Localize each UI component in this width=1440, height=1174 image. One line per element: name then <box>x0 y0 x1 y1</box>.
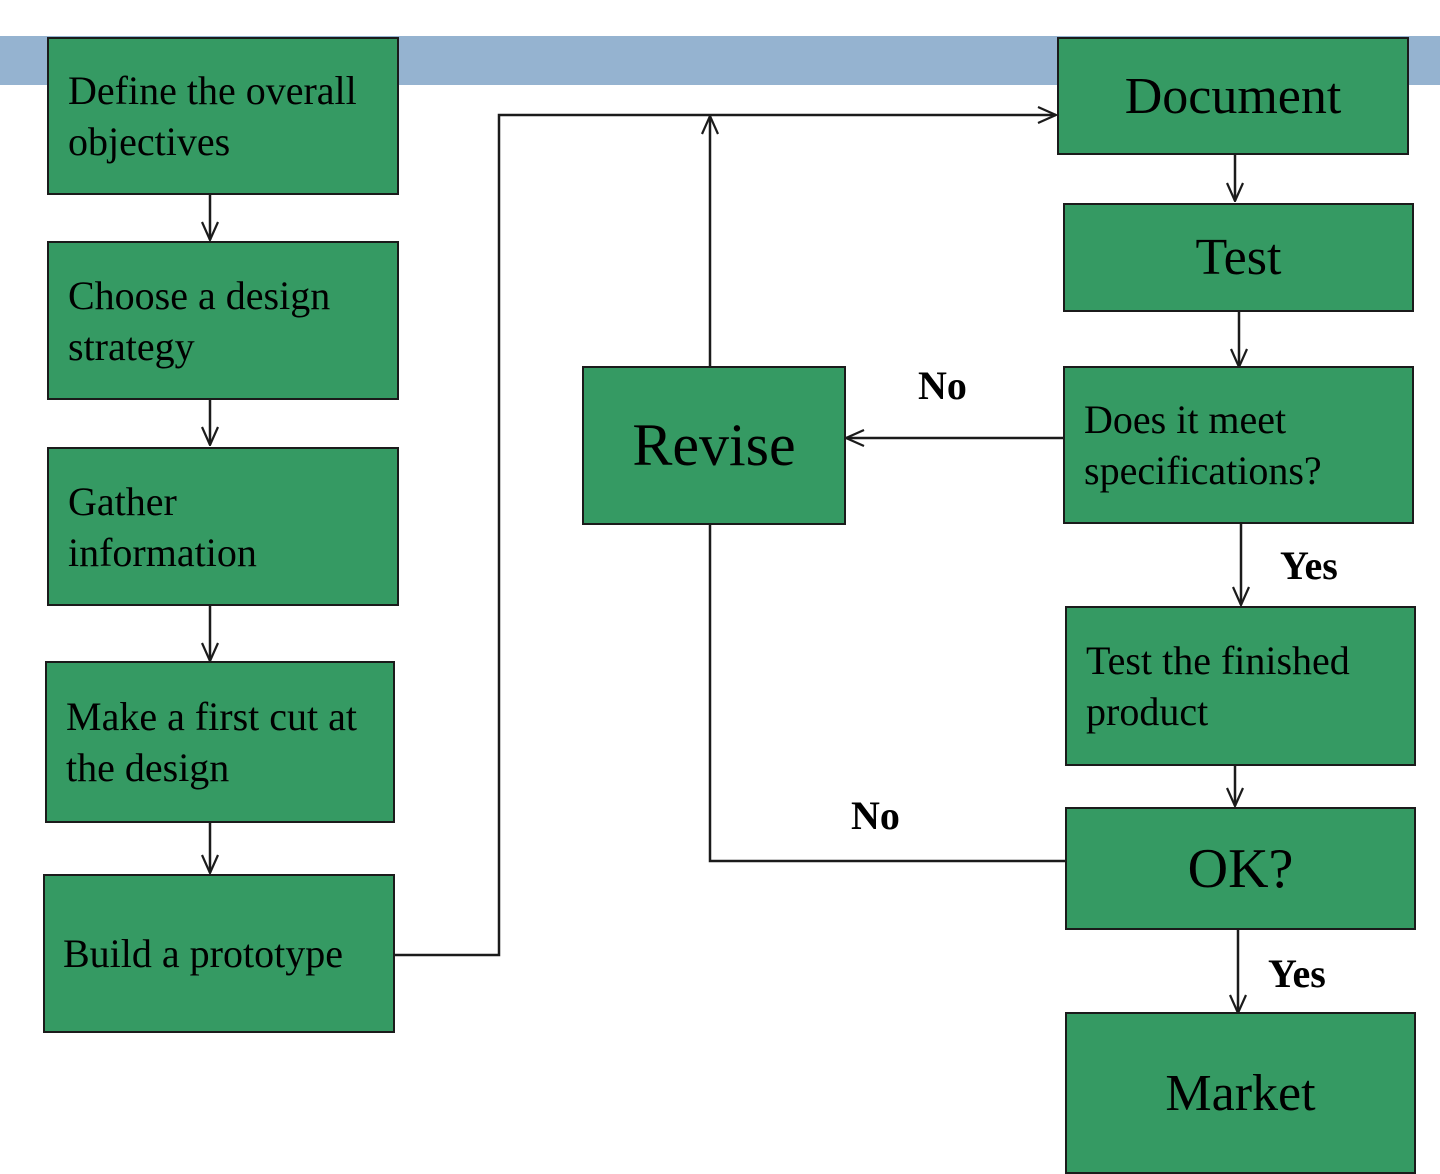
node-ok-label: OK? <box>1187 837 1294 900</box>
node-build-prototype: Build a prototype <box>43 874 395 1033</box>
node-meet-specifications-label: Does it meet specifications? <box>1084 397 1322 493</box>
node-gather-information-label: Gather information <box>68 478 257 575</box>
edge-label-ok-no: No <box>851 793 900 838</box>
edge-label-ok-yes: Yes <box>1268 951 1326 996</box>
arrow-prototype-to-document <box>394 115 1056 957</box>
node-define-objectives: Define the overall objectives <box>47 37 399 195</box>
node-revise-label: Revise <box>632 412 796 478</box>
node-test-label: Test <box>1195 229 1282 286</box>
node-test-finished-product: Test the finished product <box>1065 606 1416 766</box>
node-build-prototype-label: Build a prototype <box>63 931 343 976</box>
node-test: Test <box>1063 203 1414 312</box>
node-document-label: Document <box>1124 67 1342 125</box>
node-market-label: Market <box>1165 1064 1316 1122</box>
line-ok-to-revise <box>708 524 1065 863</box>
node-choose-strategy: Choose a design strategy <box>47 241 399 400</box>
node-document: Document <box>1057 37 1409 155</box>
node-test-finished-product-label: Test the finished product <box>1086 638 1350 734</box>
node-gather-information: Gather information <box>47 447 399 606</box>
edge-label-specs-yes: Yes <box>1280 543 1338 588</box>
node-ok: OK? <box>1065 807 1416 930</box>
node-first-cut: Make a first cut at the design <box>45 661 395 823</box>
node-choose-strategy-label: Choose a design strategy <box>68 272 331 369</box>
edge-label-specs-no: No <box>918 363 967 408</box>
node-market: Market <box>1065 1012 1416 1174</box>
node-meet-specifications: Does it meet specifications? <box>1063 366 1414 524</box>
node-first-cut-label: Make a first cut at the design <box>66 694 357 790</box>
node-define-objectives-label: Define the overall objectives <box>68 68 357 164</box>
node-revise: Revise <box>582 366 846 525</box>
